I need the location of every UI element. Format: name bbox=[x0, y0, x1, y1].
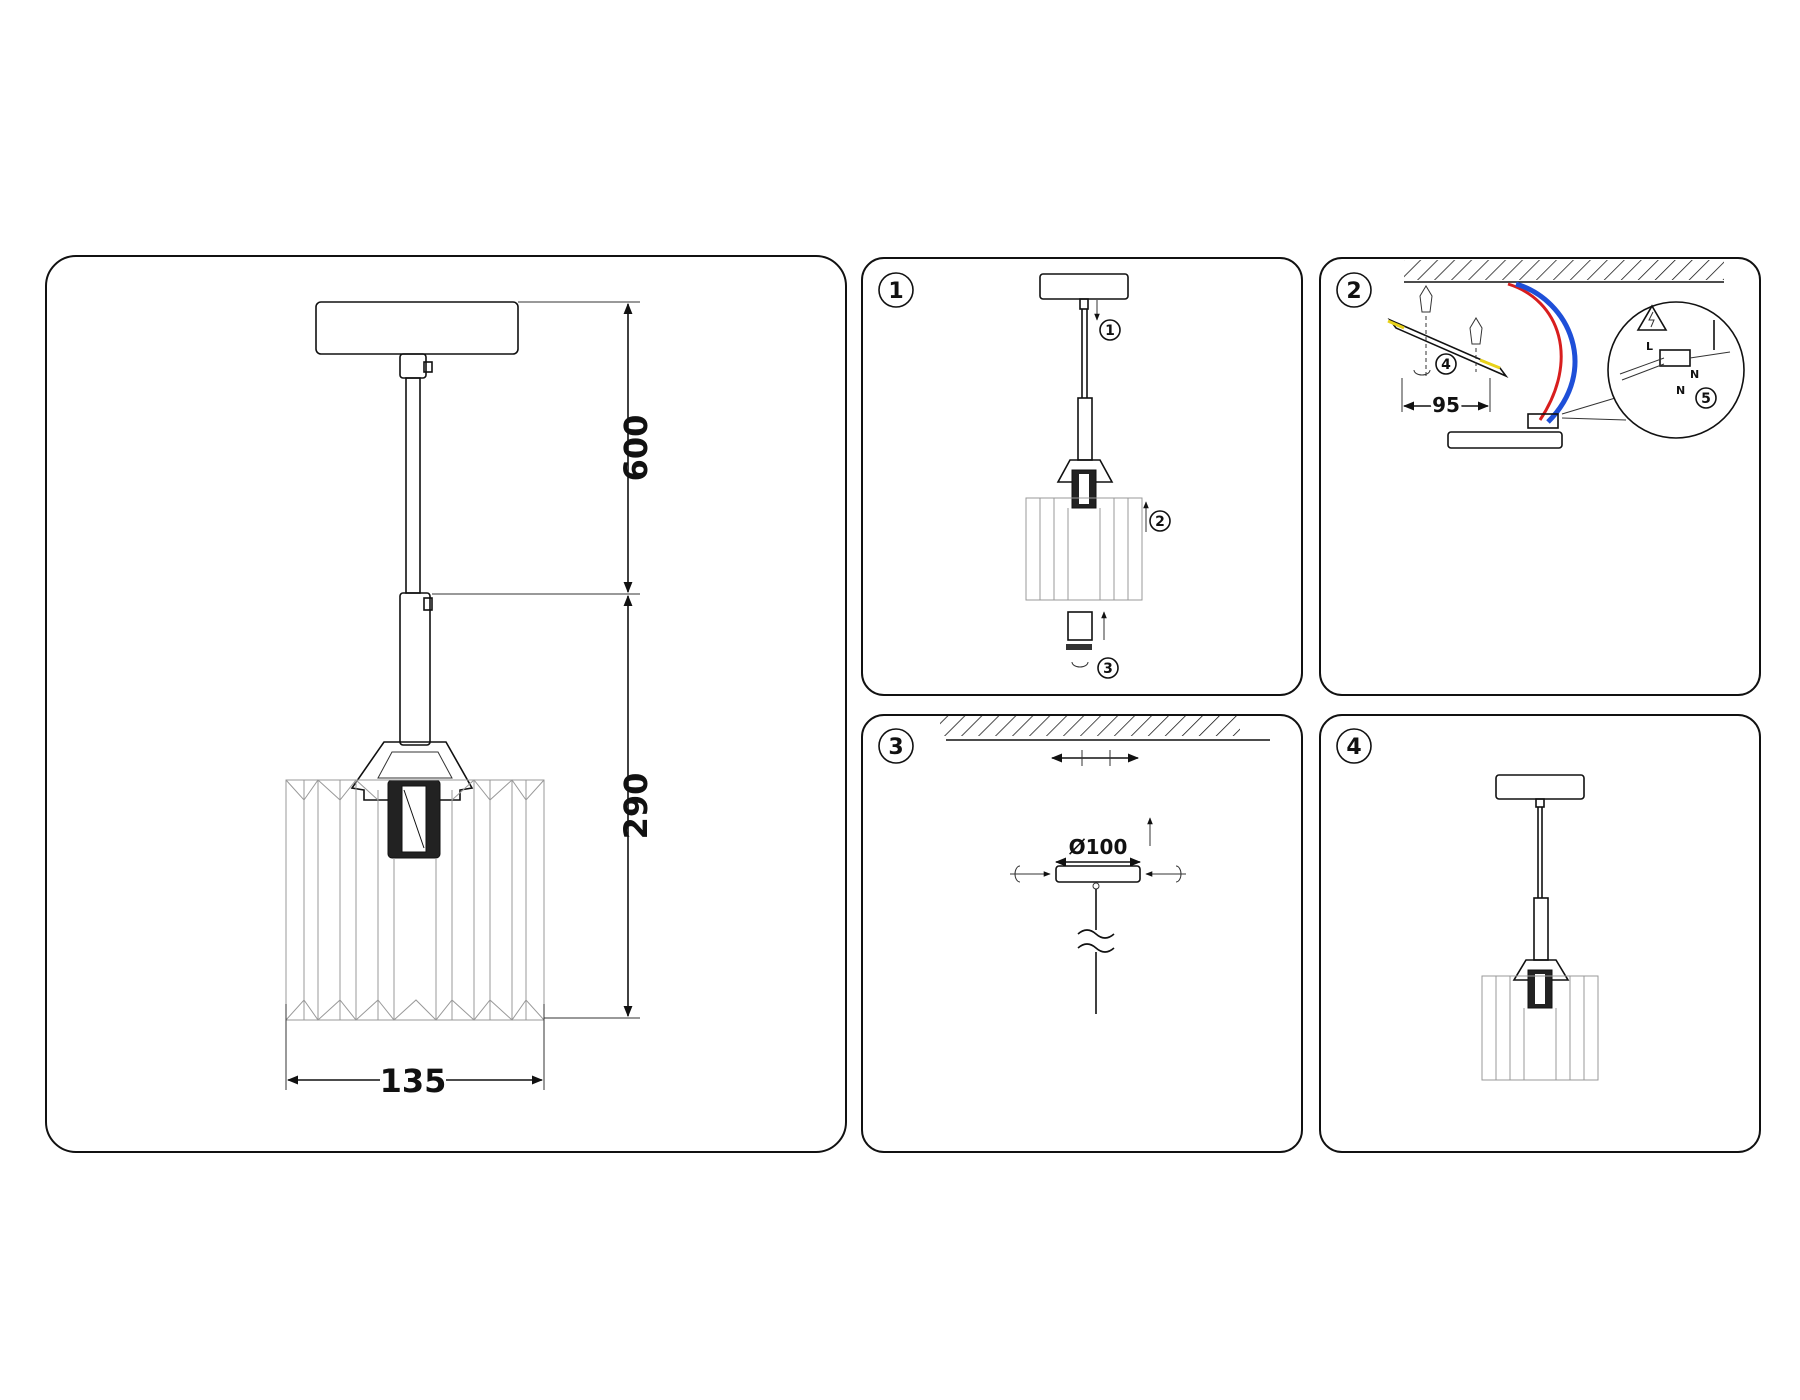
ceiling-hatch bbox=[940, 716, 1240, 736]
rotate-arrow-icon bbox=[1071, 661, 1089, 668]
step-1-callouts: 1 2 3 bbox=[1097, 319, 1171, 679]
lower-tube bbox=[399, 592, 431, 746]
step-4-number-badge bbox=[1336, 728, 1372, 764]
step-4-frame bbox=[1319, 714, 1761, 1153]
step-2-number-badge bbox=[1336, 272, 1372, 308]
step-1-number-badge bbox=[878, 272, 914, 308]
diameter-label: Ø100 bbox=[1069, 835, 1128, 859]
step-1-number: 1 bbox=[888, 279, 903, 304]
callout-2: 2 bbox=[1155, 514, 1165, 530]
rotate-arrow-icon bbox=[1175, 865, 1182, 883]
step-4-assembled-lamp bbox=[1481, 774, 1599, 1081]
step-3-number-badge bbox=[878, 728, 914, 764]
blue-wire bbox=[1515, 281, 1578, 424]
crystal-shade bbox=[285, 779, 545, 1021]
step-3-panel: 3 Ø100 bbox=[861, 714, 1303, 1153]
wall-plug bbox=[1419, 285, 1433, 313]
height-bottom-label: 290 bbox=[617, 773, 655, 840]
callout-1: 1 bbox=[1105, 323, 1115, 339]
wire-label-n: N bbox=[1676, 384, 1685, 397]
step-4-number: 4 bbox=[1346, 735, 1361, 760]
canopy-step-3 bbox=[1055, 865, 1141, 883]
callout-3: 3 bbox=[1103, 661, 1113, 677]
step-1-panel: 1 1 bbox=[861, 257, 1303, 696]
red-wire bbox=[1507, 282, 1563, 421]
height-top-label: 600 bbox=[617, 415, 655, 482]
pendant-lamp-drawing bbox=[285, 301, 640, 1090]
callout-5: 5 bbox=[1701, 391, 1711, 407]
step-3-number: 3 bbox=[888, 735, 903, 760]
wall-plug bbox=[1469, 317, 1483, 345]
high-voltage-warning-icon bbox=[1636, 304, 1668, 331]
step-3-frame bbox=[861, 714, 1303, 1153]
wire-label-n: N bbox=[1690, 368, 1699, 381]
bracket-dimension-label: 95 bbox=[1432, 393, 1460, 417]
step-4-panel: 4 bbox=[1319, 714, 1761, 1153]
step-2-number: 2 bbox=[1346, 279, 1361, 304]
width-label: 135 bbox=[380, 1062, 447, 1100]
step-2-panel: 2 95 4 L bbox=[1319, 257, 1761, 696]
step-1-lamp-disassembly bbox=[1025, 273, 1149, 668]
canopy-step-2 bbox=[1447, 431, 1563, 449]
main-dimension-panel: 600 290 135 bbox=[45, 255, 847, 1153]
rotate-arrow-icon bbox=[1014, 865, 1021, 883]
ceiling-hatch bbox=[1404, 260, 1724, 280]
mounting-bracket bbox=[1387, 318, 1509, 378]
wire-label-l: L bbox=[1646, 340, 1653, 353]
main-panel-frame bbox=[45, 255, 847, 1153]
callout-4: 4 bbox=[1441, 357, 1451, 373]
terminal-detail-magnifier bbox=[1607, 301, 1745, 439]
